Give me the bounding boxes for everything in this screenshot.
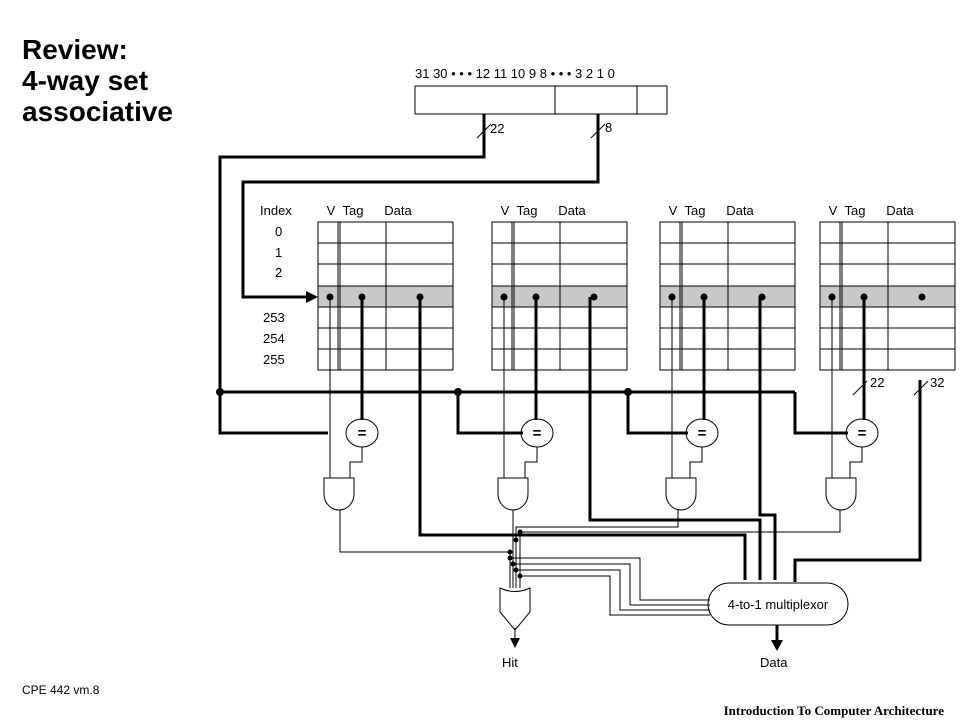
comparator-symbol: = xyxy=(533,425,542,442)
index-line xyxy=(241,114,600,299)
multiplexor: 4-to-1 multiplexor Data xyxy=(707,582,849,670)
course-title: Introduction To Computer Architecture xyxy=(723,703,944,718)
tag-width-label: 22 xyxy=(490,121,504,136)
course-label: CPE 442 vm.8 xyxy=(22,683,100,697)
and-gate xyxy=(665,477,697,511)
slide-title: Review: 4-way set associative xyxy=(22,34,222,127)
index-row-255: 255 xyxy=(263,352,285,367)
data-output-label: Data xyxy=(760,655,788,670)
way-4-col-data: Data xyxy=(886,203,914,218)
cache-way-3: V Tag Data = xyxy=(659,203,796,511)
mux-label: 4-to-1 multiplexor xyxy=(728,597,829,612)
tag-bus xyxy=(216,388,848,435)
output-width-labels: 22 32 xyxy=(852,375,944,396)
index-row-1: 1 xyxy=(275,245,282,260)
index-row-2: 2 xyxy=(275,265,282,280)
index-header: Index xyxy=(260,203,292,218)
cache-way-1: V Tag Data = xyxy=(317,203,454,511)
comparator-symbol: = xyxy=(698,425,707,442)
index-labels: Index 0 1 2 253 254 255 xyxy=(260,203,292,367)
way-3-col-tag: Tag xyxy=(685,203,706,218)
and-gate xyxy=(825,477,857,511)
way-2-col-v: V xyxy=(501,203,510,218)
title-line-1: Review: xyxy=(22,34,128,65)
way-4-col-v: V xyxy=(829,203,838,218)
address-wires: 22 8 xyxy=(218,114,612,435)
way-1-col-data: Data xyxy=(384,203,412,218)
index-row-0: 0 xyxy=(275,224,282,239)
hit-or-gate: Hit xyxy=(499,587,531,670)
way-2-col-data: Data xyxy=(558,203,586,218)
cache-way-4: V Tag Data = xyxy=(819,203,956,511)
way-2-col-tag: Tag xyxy=(517,203,538,218)
address-box xyxy=(414,85,668,115)
address-bit-labels: 31 30 • • • 12 11 10 9 8 • • • 3 2 1 0 xyxy=(415,66,615,81)
tag-line xyxy=(218,114,486,435)
select-lines xyxy=(507,555,710,616)
index-arrow xyxy=(306,291,318,303)
tag-out-width: 22 xyxy=(870,375,884,390)
and-gate xyxy=(323,477,355,511)
data-out-width: 32 xyxy=(930,375,944,390)
way-1-col-v: V xyxy=(327,203,336,218)
title-line-3: associative xyxy=(22,96,173,127)
way-1-col-tag: Tag xyxy=(343,203,364,218)
hit-paths xyxy=(339,510,841,588)
title-line-2: 4-way set xyxy=(22,65,149,96)
and-gate xyxy=(497,477,529,511)
cache-way-2: V Tag Data = xyxy=(491,203,628,511)
index-row-253: 253 xyxy=(263,310,285,325)
way-4-col-tag: Tag xyxy=(845,203,866,218)
data-paths xyxy=(418,297,922,582)
index-row-254: 254 xyxy=(263,331,285,346)
comparator-symbol: = xyxy=(358,425,367,442)
index-width-label: 8 xyxy=(605,120,612,135)
way-3-col-v: V xyxy=(669,203,678,218)
address-register: 31 30 • • • 12 11 10 9 8 • • • 3 2 1 0 xyxy=(414,66,668,115)
way-3-col-data: Data xyxy=(726,203,754,218)
hit-label: Hit xyxy=(502,655,518,670)
cache-ways: V Tag Data = V Tag Data = V Tag Data = V Tag Data = xyxy=(317,203,956,511)
comparator-symbol: = xyxy=(858,425,867,442)
